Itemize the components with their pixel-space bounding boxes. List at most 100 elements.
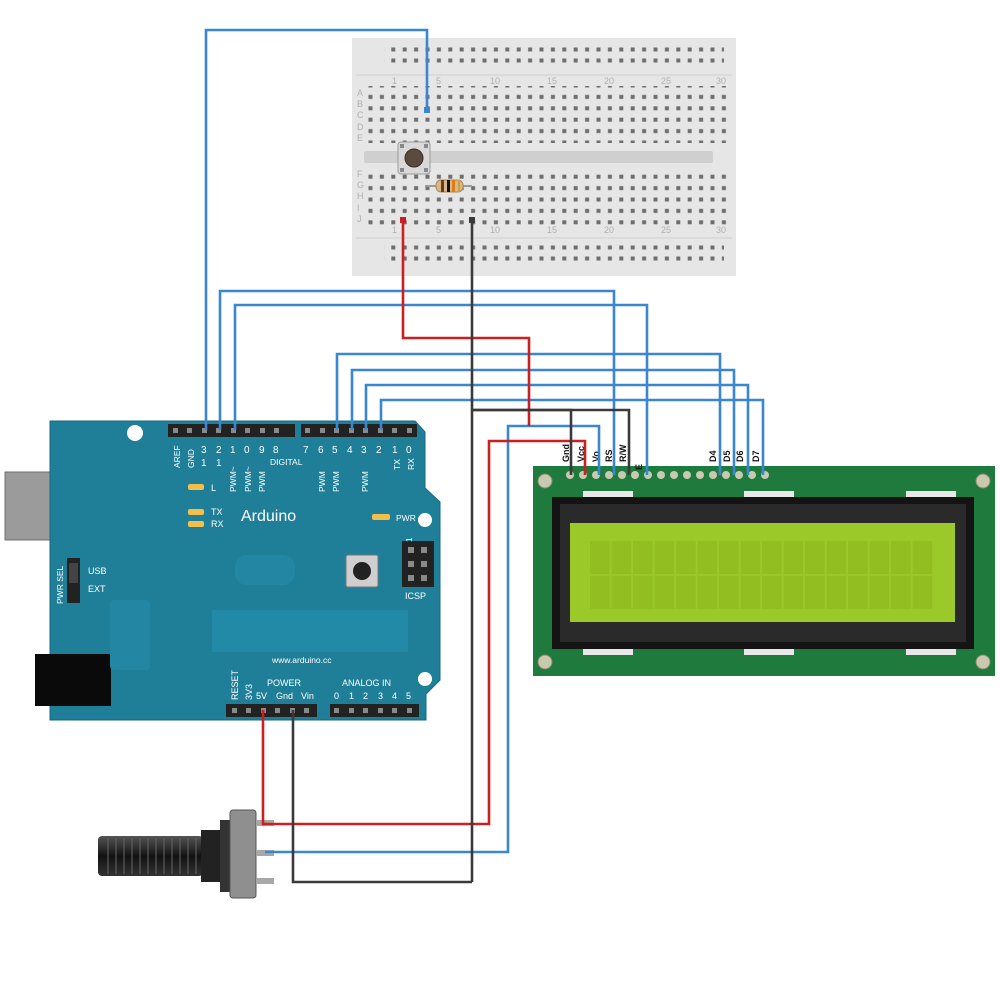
breadboard-row-letters: A B C D E F G H I J: [357, 88, 364, 224]
lcd-pin-label: D7: [751, 450, 761, 462]
row-letter: J: [357, 214, 362, 224]
column-number: 10: [490, 76, 500, 86]
power-header: [226, 704, 317, 717]
column-number: 5: [436, 76, 441, 86]
lcd-char-cell: [611, 541, 632, 574]
potentiometer[interactable]: [98, 809, 274, 899]
breadboard: 1 5 10 15 20 25 30 1 5 10 15 20 25 30 A …: [352, 38, 736, 276]
mounting-hole: [418, 672, 432, 686]
mounting-hole: [975, 654, 991, 670]
lcd-pin-label: D6: [735, 450, 745, 462]
column-number: 15: [547, 76, 557, 86]
lcd-char-cell: [826, 575, 847, 609]
lcd-char-cell: [762, 575, 782, 609]
lcd-char-cell: [633, 541, 653, 574]
lcd-char-cell: [783, 541, 804, 574]
wire-d6: [364, 383, 750, 475]
wire-gnd-to-pot: [291, 710, 472, 884]
lcd-pin-label: D4: [708, 450, 718, 462]
breadboard-channel: [364, 151, 713, 163]
pin-number: 1: [392, 445, 398, 456]
column-number: 1: [392, 76, 397, 86]
power-jack: [35, 654, 111, 706]
crystal: [235, 555, 295, 585]
digital-label: DIGITAL: [270, 457, 303, 467]
pot-shaft: [98, 836, 203, 876]
wire-enable: [233, 303, 649, 475]
pin-number: 1: [230, 445, 236, 456]
led-tx: [188, 509, 204, 515]
mounting-hole: [127, 425, 143, 441]
lcd-char-cell: [869, 541, 890, 574]
lcd-char-cell: [697, 575, 718, 609]
lcd-pin-label: Vcc: [576, 446, 586, 462]
pot-collar: [201, 830, 223, 882]
led-l-label: L: [211, 483, 216, 493]
lcd-pin-label: R/W: [618, 444, 628, 462]
lcd-char-cell: [805, 541, 825, 574]
lcd-char-cell: [912, 541, 933, 574]
lcd-pin-labels: Gnd Vcc Vo RS R/W E D4 D5 D6 D7: [561, 444, 761, 470]
wire-d5: [350, 368, 736, 475]
led-tx-label: TX: [211, 507, 223, 517]
lcd-char-cell: [719, 575, 739, 609]
wire-end: [469, 217, 475, 223]
lcd-character-grid: [590, 541, 933, 609]
pot-body: [229, 809, 257, 899]
usb-label: USB: [88, 566, 107, 576]
pwr-sel-label: PWR SEL: [55, 565, 65, 604]
analog-label: ANALOG IN: [342, 678, 391, 688]
5v-label: 5V: [256, 691, 267, 701]
pin-number: 0: [406, 445, 412, 456]
lcd-char-cell: [848, 541, 868, 574]
pin-number: 1: [201, 458, 207, 469]
lcd-char-cell: [719, 541, 739, 574]
reset-button[interactable]: [345, 554, 379, 588]
column-number: 30: [716, 225, 726, 235]
reset-label: RESET: [230, 669, 240, 700]
wires: [204, 28, 765, 884]
pwm-label: PWM: [331, 471, 341, 492]
pwr-led-label: PWR: [396, 513, 416, 523]
wire-5v-to-breadboard: [401, 220, 531, 426]
wire-end: [424, 107, 430, 113]
pwm-label: PWM: [317, 471, 327, 492]
pwm-label: PWM: [257, 471, 267, 492]
column-number: 10: [490, 225, 500, 235]
breadboard-top-strip: [364, 86, 728, 143]
pin-number: 2: [376, 445, 382, 456]
mounting-hole: [975, 473, 991, 489]
pin-number: 7: [303, 445, 309, 456]
row-letter: G: [357, 180, 364, 190]
lcd-char-cell: [783, 575, 804, 609]
column-number: 20: [604, 225, 614, 235]
wire-5v-to-vcc: [261, 439, 587, 826]
vin-label: Vin: [301, 691, 314, 701]
row-letter: A: [357, 88, 363, 98]
row-letter: H: [357, 191, 364, 201]
lcd-char-cell: [590, 575, 610, 609]
pin-number: 4: [347, 445, 353, 456]
push-button[interactable]: [397, 141, 431, 175]
column-number: 25: [661, 76, 671, 86]
lcd-pin-label: Gnd: [561, 444, 571, 462]
lcd-pin-label: RS: [604, 449, 614, 462]
analog-pin: 3: [378, 691, 383, 701]
lcd-char-cell: [633, 575, 653, 609]
row-letter: I: [357, 203, 360, 213]
mounting-hole: [418, 513, 432, 527]
analog-pin: 0: [334, 691, 339, 701]
pin-number: 6: [318, 445, 324, 456]
pin-number: 5: [332, 445, 338, 456]
column-number: 20: [604, 76, 614, 86]
breadboard-top-rail: [384, 44, 724, 66]
pin-number: 0: [244, 445, 250, 456]
digital-header-right: [301, 424, 417, 437]
lcd-pin-label: D5: [722, 450, 732, 462]
wire-d7: [379, 398, 765, 475]
mcu-chip-outline: [212, 610, 408, 652]
tx-pin-label: TX: [392, 459, 402, 470]
wire-ground-lcd: [472, 408, 573, 475]
icsp-header: [402, 541, 434, 587]
